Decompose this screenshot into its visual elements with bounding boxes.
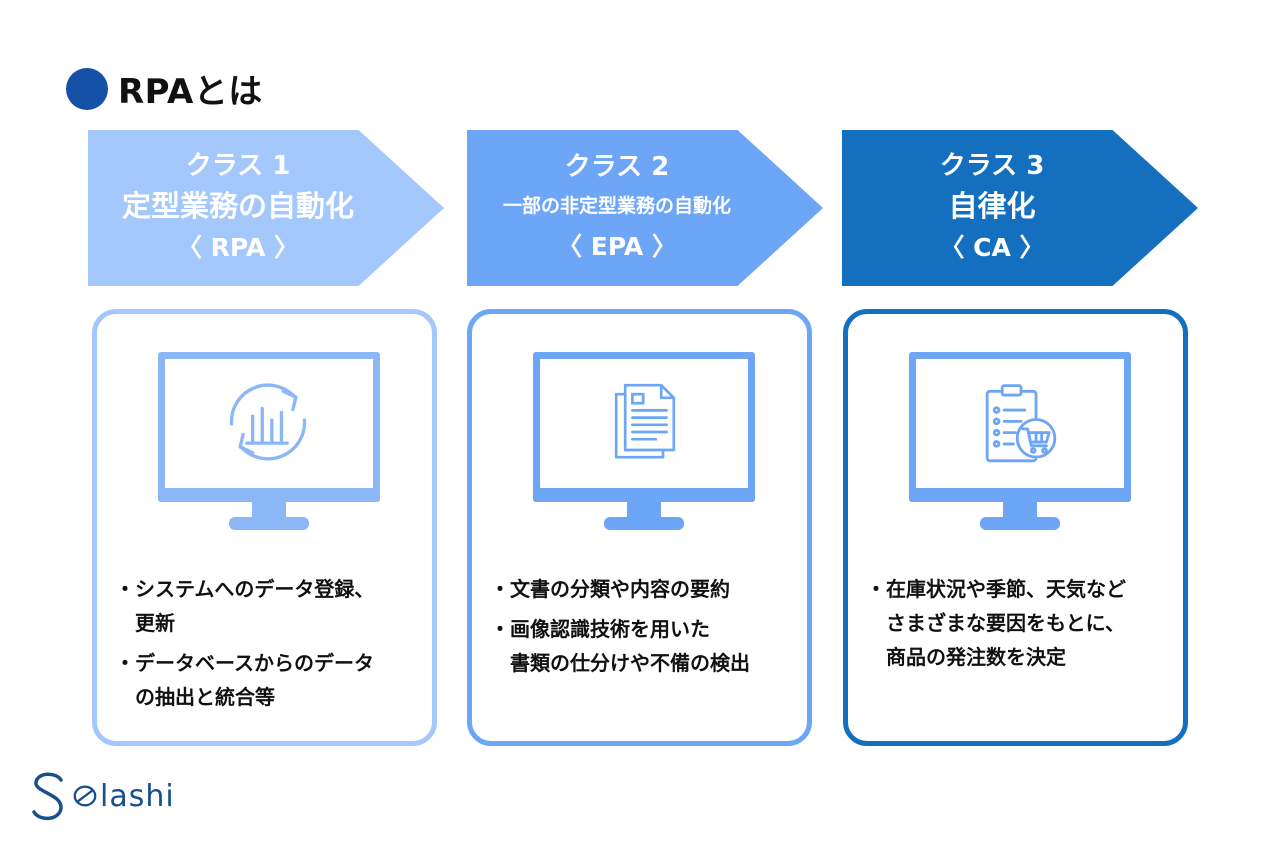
page-title: RPAとは — [118, 72, 263, 112]
class-2-card: ・ 文書の分類や内容の要約 ・ 画像認識技術を用いた 書類の仕分けや不備の検出 — [467, 309, 812, 746]
bullet-mark: ・ — [866, 577, 886, 601]
class-2-heading: クラス 2 — [564, 152, 670, 182]
class-1-abbr: 〈 RPA 〉 — [176, 233, 300, 262]
bullet-text: システムへのデータ登録、 更新 — [135, 577, 375, 635]
class-1-bullets: ・ システムへのデータ登録、 更新 ・ データベースからのデータ の抽出と統合等 — [115, 572, 435, 720]
logo-text: lashi — [100, 778, 175, 814]
refresh-chart-icon — [229, 383, 307, 461]
bullet-text: 文書の分類や内容の要約 — [510, 577, 730, 601]
bullet-mark: ・ — [490, 617, 510, 641]
class-2-bullets: ・ 文書の分類や内容の要約 ・ 画像認識技術を用いた 書類の仕分けや不備の検出 — [490, 572, 810, 686]
class-3-arrow: クラス 3 自律化 〈 CA 〉 — [842, 130, 1198, 286]
bullet-text: 在庫状況や季節、天気など さまざまな要因をもとに、 商品の発注数を決定 — [886, 577, 1126, 669]
class-3-bullets: ・ 在庫状況や季節、天気など さまざまな要因をもとに、 商品の発注数を決定 — [866, 572, 1186, 680]
list-item: ・ システムへのデータ登録、 更新 — [115, 572, 435, 640]
bullet-text: データベースからのデータ の抽出と統合等 — [135, 651, 374, 709]
monitor-icon — [909, 352, 1131, 530]
logo-wordmark: lashi — [72, 779, 175, 814]
class-3-abbr: 〈 CA 〉 — [939, 233, 1045, 262]
class-1-heading: クラス 1 — [185, 151, 291, 181]
class-3-card: ・ 在庫状況や季節、天気など さまざまな要因をもとに、 商品の発注数を決定 — [843, 309, 1188, 746]
list-item: ・ 文書の分類や内容の要約 — [490, 572, 810, 606]
title-bullet-dot — [66, 67, 108, 110]
class-2-arrow: クラス 2 一部の非定型業務の自動化 〈 EPA 〉 — [467, 130, 823, 286]
class-1-arrow: クラス 1 定型業務の自動化 〈 RPA 〉 — [88, 130, 444, 286]
clipboard-cart-icon — [985, 384, 1057, 463]
monitor-icon — [158, 352, 380, 530]
bullet-mark: ・ — [115, 651, 135, 675]
bullet-mark: ・ — [490, 577, 510, 601]
document-icon — [614, 383, 676, 459]
class-3-heading: クラス 3 — [939, 151, 1045, 181]
bullet-text: 画像認識技術を用いた 書類の仕分けや不備の検出 — [510, 617, 750, 675]
class-3-subtitle: 自律化 — [948, 189, 1036, 223]
list-item: ・ 画像認識技術を用いた 書類の仕分けや不備の検出 — [490, 612, 810, 680]
class-2-subtitle: 一部の非定型業務の自動化 — [502, 195, 731, 217]
list-item: ・ 在庫状況や季節、天気など さまざまな要因をもとに、 商品の発注数を決定 — [866, 572, 1186, 674]
logo-leaf-icon — [73, 785, 97, 807]
bullet-mark: ・ — [115, 577, 135, 601]
class-1-card: ・ システムへのデータ登録、 更新 ・ データベースからのデータ の抽出と統合等 — [92, 309, 437, 746]
solashi-logo: lashi — [28, 766, 175, 826]
logo-s-mark — [32, 772, 63, 821]
class-1-subtitle: 定型業務の自動化 — [121, 189, 354, 223]
page-title-group: RPAとは — [66, 64, 263, 113]
class-2-abbr: 〈 EPA 〉 — [557, 232, 677, 261]
list-item: ・ データベースからのデータ の抽出と統合等 — [115, 646, 435, 714]
